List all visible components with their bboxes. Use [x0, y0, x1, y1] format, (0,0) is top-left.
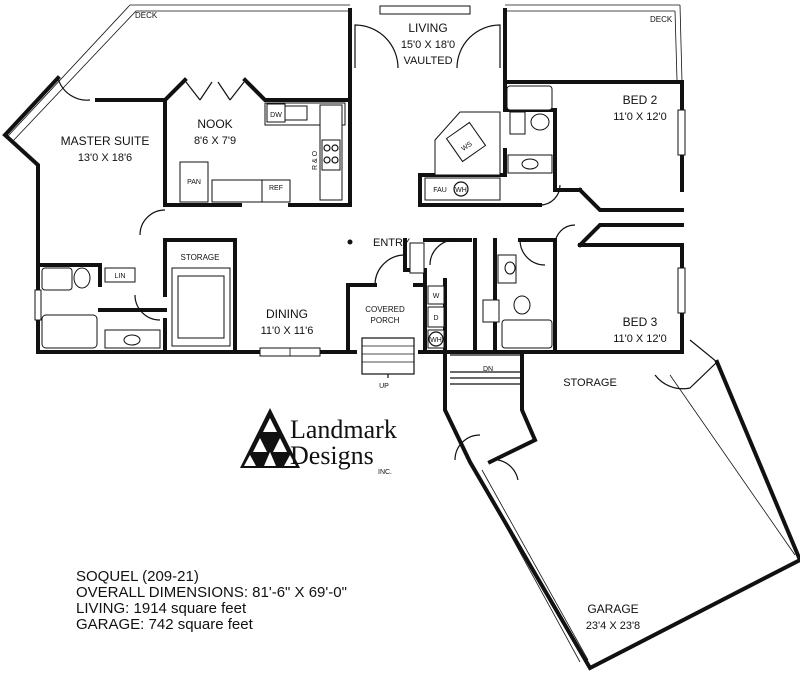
nook-dim: 8'6 X 7'9: [194, 135, 236, 147]
dining-label: DINING: [266, 307, 308, 321]
storage-garage-label: STORAGE: [563, 377, 617, 389]
garage-dim: 23'4 X 23'8: [586, 620, 640, 632]
garage-label: GARAGE: [587, 602, 638, 616]
fau-label: FAU: [433, 187, 447, 194]
master-label: MASTER SUITE: [61, 134, 150, 148]
living-label: LIVING: [408, 21, 447, 35]
entry-marker: [347, 239, 353, 245]
dn-label: DN: [483, 366, 493, 373]
wood-stove: [434, 111, 501, 176]
bed2-dim: 11'0 X 12'0: [613, 111, 667, 123]
up-label: UP: [379, 383, 389, 390]
pan-label: PAN: [187, 179, 201, 186]
entry-label: ENTRY: [373, 237, 411, 249]
exterior-walls: [2, 8, 684, 354]
wh-top-label: WH: [455, 187, 467, 194]
porch-steps: [361, 337, 415, 378]
deck-left-label: DECK: [135, 11, 158, 20]
bed3-dim: 11'0 X 12'0: [613, 333, 667, 345]
storage-small-label: STORAGE: [181, 253, 220, 262]
bath-fixtures: [41, 85, 553, 349]
lin-label: LIN: [115, 273, 126, 280]
dining-dim: 11'0 X 11'6: [261, 325, 314, 337]
nook-label: NOOK: [197, 117, 232, 131]
plan-info: SOQUEL (209-21) OVERALL DIMENSIONS: 81'-…: [76, 568, 347, 633]
plan-living-area: LIVING: 1914 square feet: [76, 600, 247, 617]
landmark-logo: Landmark Designs INC.: [240, 408, 397, 476]
dw-label: DW: [270, 112, 282, 119]
plan-name: SOQUEL (209-21): [76, 568, 199, 585]
plan-dimensions: OVERALL DIMENSIONS: 81'-6" X 69'-0": [76, 584, 347, 601]
hall-closets: [409, 177, 501, 274]
living-dim: 15'0 X 18'0: [401, 39, 455, 51]
dryer-label: D: [433, 315, 438, 322]
porch-label-2: PORCH: [371, 316, 400, 325]
deck-right-label: DECK: [650, 15, 673, 24]
logo-suffix: INC.: [378, 469, 392, 476]
living-note: VAULTED: [403, 55, 452, 67]
pyramid-logo-mark: [240, 408, 300, 468]
master-dim: 13'0 X 18'6: [78, 152, 132, 164]
logo-line1: Landmark: [290, 415, 397, 444]
washer-label: W: [433, 293, 440, 300]
windows: [34, 5, 686, 357]
bed2-label: BED 2: [623, 93, 658, 107]
range-oven-label: R & O: [312, 150, 319, 170]
porch-label-1: COVERED: [365, 305, 405, 314]
interior-walls: [36, 80, 684, 354]
deck-right: [505, 4, 683, 83]
doors: [57, 24, 718, 481]
deck-left: [7, 4, 350, 143]
bed3-label: BED 3: [623, 315, 658, 329]
logo-line2: Designs: [290, 441, 374, 470]
wh-bottom-label: WH: [430, 337, 442, 344]
laundry-fixtures: [427, 285, 445, 349]
kitchen-fixtures: [179, 102, 346, 203]
room-labels: DECK DECK LIVING 15'0 X 18'0 VAULTED MAS…: [61, 11, 673, 632]
plan-garage-area: GARAGE: 742 square feet: [76, 616, 254, 633]
ref-label: REF: [269, 185, 283, 192]
garage-outline: [443, 353, 800, 671]
